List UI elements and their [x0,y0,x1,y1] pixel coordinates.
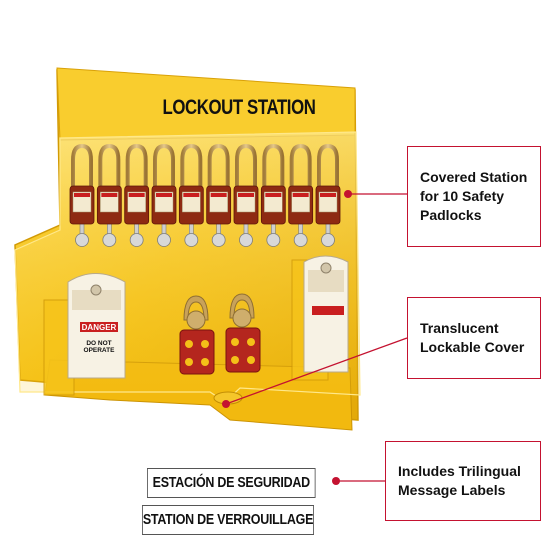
padlock [288,143,314,225]
right-danger-tags [303,255,349,373]
padlock [233,143,259,225]
callout-covered-station: Covered Station for 10 Safety Padlocks [407,146,541,247]
padlock [260,143,286,225]
lockout-station-title: LOCKOUT STATION [162,96,316,119]
padlock-key [129,221,144,247]
callout-trilingual-labels: Includes Trilingual Message Labels [385,441,541,521]
padlock-key [239,221,253,247]
padlock-key [102,221,117,247]
padlock [178,143,204,225]
padlock-key [75,221,89,247]
padlock-key [157,221,171,247]
spanish-message-label: ESTACIÓN DE SEGURIDAD [147,468,316,498]
padlock [96,143,122,225]
padlock-key [184,221,199,247]
padlock-key [293,221,308,247]
danger-tag-label: DANGER [82,323,117,332]
padlock-keys [75,221,335,247]
padlock-key [321,221,335,247]
lockout-hasp-right [225,293,261,373]
padlock-key [211,221,226,247]
padlock [206,143,232,225]
callout-translucent-cover: Translucent Lockable Cover [407,297,541,379]
padlock [69,143,95,225]
padlocks [69,143,341,225]
padlock [315,143,341,225]
lockout-hasp-left [179,295,215,375]
padlock [124,143,150,225]
callout-leaders [222,190,408,485]
left-danger-tags [67,273,126,379]
french-message-label: STATION DE VERROUILLAGE [142,505,314,535]
padlock [151,143,177,225]
